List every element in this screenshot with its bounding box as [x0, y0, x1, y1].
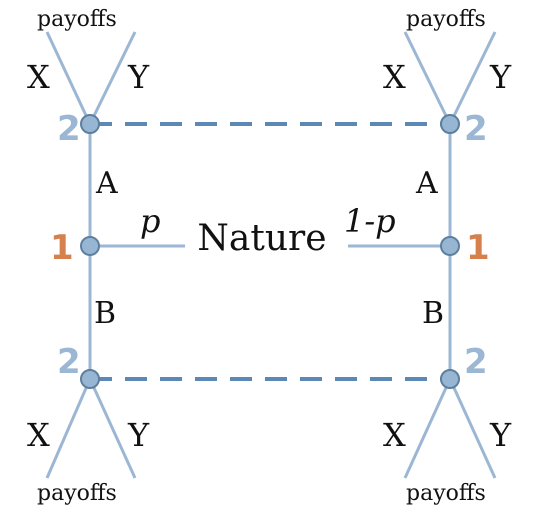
top-left-y-branch — [88, 31, 137, 125]
action-x-top-right: X — [383, 58, 406, 96]
action-x-top-left: X — [27, 58, 50, 96]
move-a-left: A — [95, 166, 118, 201]
action-y-bottom-left: Y — [127, 416, 150, 454]
player1-label-left: 1 — [50, 228, 74, 268]
prob-right-label: 1-p — [344, 202, 396, 240]
payoffs-bottom-right: payoffs — [406, 481, 486, 506]
top-right-x-branch — [403, 31, 452, 125]
payoffs-top-left: payoffs — [37, 7, 117, 32]
move-b-right: B — [422, 296, 444, 331]
bottom-right-x-branch — [403, 378, 452, 479]
node-mid-left — [80, 236, 100, 256]
bottom-left-y-branch — [88, 378, 137, 479]
bottom-right-y-branch — [448, 378, 497, 479]
action-y-top-right: Y — [489, 58, 512, 96]
payoffs-top-right: payoffs — [406, 7, 486, 32]
action-x-bottom-right: X — [383, 416, 406, 454]
top-left-x-branch — [45, 31, 92, 125]
payoffs-bottom-left: payoffs — [37, 481, 117, 506]
move-b-left: B — [94, 296, 116, 331]
action-y-top-left: Y — [127, 58, 150, 96]
prob-left-label: p — [140, 202, 160, 240]
player2-label-bottom-right: 2 — [464, 342, 488, 382]
player2-label-top-left: 2 — [57, 109, 81, 149]
node-bottom-right — [440, 369, 460, 389]
node-mid-right — [440, 236, 460, 256]
node-bottom-left — [80, 369, 100, 389]
top-right-y-branch — [448, 31, 497, 125]
player1-label-right: 1 — [466, 228, 490, 268]
bottom-left-x-branch — [45, 378, 92, 479]
action-x-bottom-left: X — [27, 416, 50, 454]
player2-label-top-right: 2 — [464, 109, 488, 149]
player2-label-bottom-left: 2 — [57, 342, 81, 382]
move-a-right: A — [415, 166, 438, 201]
action-y-bottom-right: Y — [489, 416, 512, 454]
node-top-right — [440, 114, 460, 134]
nature-label: Nature — [197, 218, 326, 259]
node-top-left — [80, 114, 100, 134]
